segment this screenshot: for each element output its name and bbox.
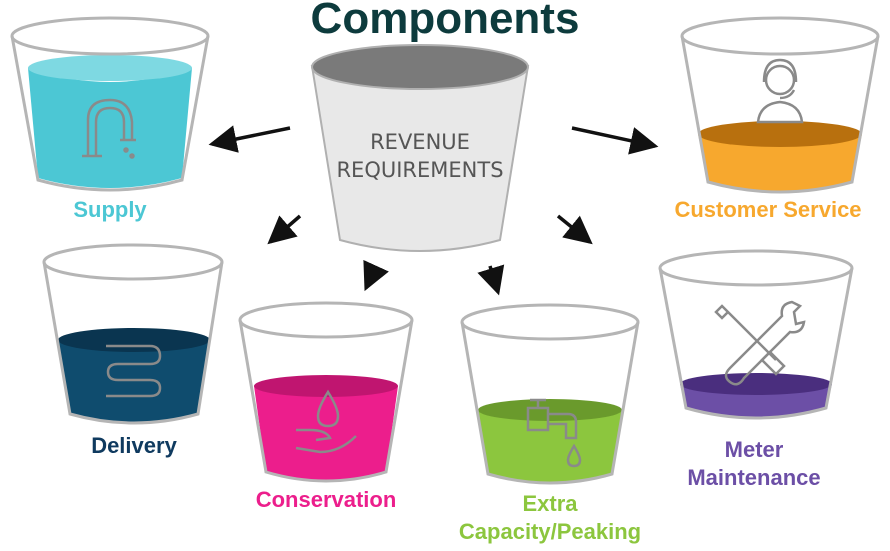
label-extra-capacity-line-1: Extra <box>522 491 578 516</box>
label-supply: Supply <box>73 197 147 222</box>
faucet-icon <box>526 398 582 468</box>
label-meter-maintenance: Meter Maintenance <box>650 436 858 491</box>
wrench-screwdriver-icon <box>714 300 806 386</box>
bucket-extra-capacity <box>460 303 640 485</box>
bucket-conservation <box>238 301 414 483</box>
page-title: Components <box>310 0 580 43</box>
label-delivery: Delivery <box>91 433 177 458</box>
arrow-to-customer-service <box>571 126 659 155</box>
arrow-to-meter-maintenance <box>556 214 593 245</box>
arrow-to-conservation <box>363 259 389 292</box>
label-extra-capacity: Extra Capacity/Peaking <box>430 490 670 545</box>
center-revenue-bucket <box>310 44 530 252</box>
arrow-to-delivery <box>267 214 302 245</box>
headset-agent-icon <box>756 58 804 124</box>
center-label-line-1: REVENUE <box>370 130 470 154</box>
water-pipe-icon <box>82 98 136 159</box>
bucket-delivery <box>42 243 224 425</box>
bucket-meter-maintenance <box>658 249 854 420</box>
bucket-customer-service <box>680 16 880 194</box>
arrow-to-extra-capacity <box>477 264 505 296</box>
label-extra-capacity-line-2: Capacity/Peaking <box>458 518 642 544</box>
hand-water-drop-icon <box>295 389 357 454</box>
center-label-line-2: REQUIREMENTS <box>336 158 504 182</box>
label-conservation: Conservation <box>255 487 397 512</box>
coiled-pipe-icon <box>106 344 162 398</box>
label-meter-maintenance-line-1: Meter <box>724 437 784 462</box>
arrows <box>208 125 659 296</box>
label-customer-service: Customer Service <box>674 197 862 222</box>
arrow-to-supply <box>208 125 291 153</box>
bucket-supply <box>10 16 210 192</box>
center-bucket-label: REVENUE REQUIREMENTS <box>325 128 515 184</box>
label-meter-maintenance-line-2: Maintenance <box>687 464 821 490</box>
